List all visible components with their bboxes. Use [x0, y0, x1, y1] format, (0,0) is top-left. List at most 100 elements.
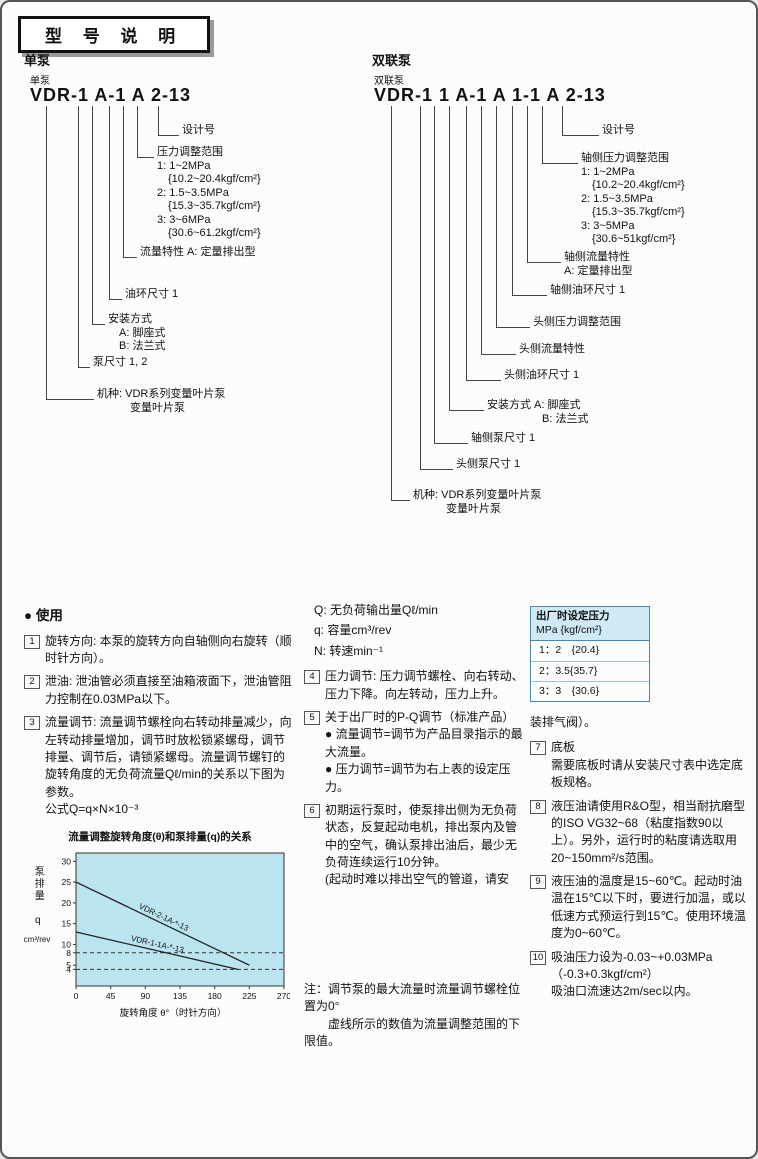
item-number: 9 — [530, 875, 546, 890]
callout-label-shaft-flow-characteristic: 轴侧流量特性 A: 定量排出型 — [564, 251, 633, 277]
callout-line — [158, 106, 179, 136]
callout-label-design-number: 设计号 — [182, 124, 215, 136]
callout-label-shaft-pump-size: 轴侧泵尺寸 1 — [471, 432, 536, 444]
usage-item-10: 10 吸油压力设为-0.03~+0.03MPa （-0.3+0.3kgf/cm²… — [530, 949, 746, 1001]
callout-line — [137, 106, 154, 158]
item-number: 3 — [24, 716, 40, 731]
item-number: 8 — [530, 799, 546, 814]
svg-text:4: 4 — [66, 964, 71, 974]
item-number: 5 — [304, 710, 320, 725]
callout-label-head-pressure-range: 头侧压力调整范围 — [533, 316, 621, 328]
callout-label-mounting-type: 安装方式 A: 脚座式 B: 法兰式 — [108, 313, 166, 352]
item-text: 吸油压力设为-0.03~+0.03MPa （-0.3+0.3kgf/cm²） 吸… — [551, 949, 713, 999]
svg-text:135: 135 — [173, 991, 187, 1001]
item-text: 底板 需要底板时请从安装尺寸表中选定底板规格。 — [551, 740, 744, 790]
callout-label-series: 机种: VDR系列变量叶片泵 变量叶片泵 — [413, 489, 542, 515]
pressure-table: 出厂时设定压力 MPa {kgf/cm²} 1：2 {20.4} 2：3.5{3… — [530, 606, 650, 702]
table-header-line2: MPa {kgf/cm²} — [536, 623, 602, 636]
svg-text:90: 90 — [141, 991, 151, 1001]
svg-text:15: 15 — [62, 918, 72, 928]
item-text: 关于出厂时的P-Q调节（标准产品） ● 流量调节=调节为产品目录指示的最大流量。… — [325, 709, 523, 794]
usage-column-2: Q: 无负荷输出量Qℓ/min q: 容量cm³/rev N: 转速min⁻¹ … — [304, 602, 524, 1050]
callout-line — [466, 106, 501, 381]
single-pump-code-label: 单泵 — [30, 76, 50, 87]
definition-N: N: 转速min⁻¹ — [314, 643, 384, 658]
double-pump-model-code: VDR-1 1 A-1 A 1-1 A 2-13 — [374, 85, 606, 105]
item-text: 压力调节: 压力调节螺栓、向右转动、压力下降。向左转动，压力上升。 — [325, 669, 524, 701]
item-6-continuation: 装排气阀）。 — [530, 714, 597, 729]
callout-label-oil-ring-size: 油环尺寸 1 — [125, 288, 179, 300]
double-pump-code-label: 双联泵 — [374, 76, 404, 87]
callout-label-design-number: 设计号 — [602, 124, 635, 136]
callout-label-head-pump-size: 头侧泵尺寸 1 — [456, 458, 521, 470]
table-row: 3：3 {30.6} — [539, 684, 600, 697]
y-axis-unit: cm³/rev — [23, 934, 51, 944]
callout-line — [562, 106, 599, 136]
item-text: 旋转方向: 本泵的旋转方向自轴侧向右旋转（顺时针方向）。 — [45, 633, 292, 665]
item-text: 初期运行泵时，使泵排出侧为无负荷状态，反复起动电机，排出泵内及管中的空气，确认泵… — [325, 802, 518, 887]
usage-item-5: 5 关于出厂时的P-Q调节（标准产品） ● 流量调节=调节为产品目录指示的最大流… — [304, 709, 524, 796]
definition-q: q: 容量cm³/rev — [314, 623, 392, 638]
callout-label-shaft-pressure-range: 轴侧压力调整范围 1: 1~2MPa {10.2~20.4kgf/cm²} 2:… — [581, 152, 685, 245]
svg-text:270: 270 — [277, 991, 290, 1001]
item-number: 6 — [304, 803, 320, 818]
callout-label-pressure-range: 压力调整范围 1: 1~2MPa {10.2~20.4kgf/cm²} 2: 1… — [157, 146, 261, 239]
usage-item-4: 4 压力调节: 压力调节螺栓、向右转动、压力下降。向左转动，压力上升。 — [304, 668, 524, 703]
table-row: 1：2 {20.4} — [531, 641, 649, 662]
callout-line — [527, 106, 561, 263]
callout-line — [391, 106, 410, 501]
usage-item-2: 2 泄油: 泄油管必须直接至油箱液面下，泄油管阻力控制在0.03MPa以下。 — [24, 673, 296, 708]
callout-label-head-flow-characteristic: 头侧流量特性 — [519, 343, 585, 355]
callout-line — [46, 106, 94, 400]
y-axis-label-text: 泵排量 q — [32, 865, 44, 928]
table-row: 2：3.5{35.7} — [531, 662, 649, 682]
callout-label-flow-characteristic: 流量特性 A: 定量排出型 — [140, 246, 256, 258]
item-text: 液压油请使用R&O型，相当耐抗磨型的ISO VG32~68（粘度指数90以上）。… — [551, 798, 746, 865]
symbol-definitions: Q: 无负荷输出量Qℓ/min q: 容量cm³/rev N: 转速min⁻¹ — [304, 602, 524, 660]
svg-text:225: 225 — [242, 991, 256, 1001]
svg-text:8: 8 — [66, 947, 71, 957]
callout-line — [512, 106, 547, 296]
usage-item-9: 9 液压油的温度是15~60℃。起动时油温在15℃以下时，要进行加温，或以低速方… — [530, 873, 746, 943]
svg-text:5: 5 — [66, 960, 71, 970]
svg-text:20: 20 — [62, 898, 72, 908]
chart-x-axis-label: 旋转角度 θ°（时针方向） — [119, 1007, 227, 1019]
callout-label-pump-size: 泵尺寸 1, 2 — [93, 356, 148, 368]
callout-line — [542, 106, 578, 164]
callout-line — [92, 106, 105, 325]
item-number: 7 — [530, 741, 546, 756]
table-header-line1: 出厂时设定压力 — [536, 610, 610, 622]
chart-title: 流量调整旋转角度(θ)和泵排量(q)的关系 — [68, 831, 252, 844]
callout-label-shaft-oil-ring-size: 轴侧油环尺寸 1 — [550, 284, 626, 296]
svg-text:10: 10 — [62, 939, 72, 949]
item-number: 4 — [304, 670, 320, 685]
single-pump-model-code: VDR-1 A-1 A 2-13 — [30, 85, 192, 105]
item-number: 10 — [530, 950, 546, 965]
usage-item-8: 8 液压油请使用R&O型，相当耐抗磨型的ISO VG32~68（粘度指数90以上… — [530, 798, 746, 868]
callout-label-mounting-type: 安装方式 A: 脚座式 B: 法兰式 — [487, 399, 589, 425]
usage-item-7: 7 底板 需要底板时请从安装尺寸表中选定底板规格。 — [530, 739, 746, 791]
callout-line — [449, 106, 484, 411]
item-number: 1 — [24, 634, 40, 649]
chart-y-axis-label: 泵排量 q cm³/rev — [23, 848, 51, 946]
item-number: 2 — [24, 675, 40, 690]
usage-item-3: 3 流量调节: 流量调节螺栓向右转动排量减少，向左转动排量增加，调节时放松锁紧螺… — [24, 714, 296, 818]
callout-line — [123, 106, 137, 258]
usage-item-1: 1 旋转方向: 本泵的旋转方向自轴侧向右旋转（顺时针方向）。 — [24, 633, 296, 668]
double-pump-section-label: 双联泵 — [372, 53, 412, 68]
chart-note: 注：调节泵的最大流量时流量调节螺栓位置为0° 虚线所示的数值为流量调整范围的下限… — [304, 981, 521, 1049]
definition-Q: Q: 无负荷输出量Qℓ/min — [314, 603, 438, 617]
item-text: 泄油: 泄油管必须直接至油箱液面下，泄油管阻力控制在0.03MPa以下。 — [45, 674, 292, 706]
single-pump-section-label: 单泵 — [24, 53, 51, 68]
item-text: 液压油的温度是15~60℃。起动时油温在15℃以下时，要进行加温，或以低速方式预… — [551, 874, 746, 941]
callout-line — [481, 106, 516, 355]
callout-label-head-oil-ring-size: 头侧油环尺寸 1 — [504, 369, 580, 381]
callout-line — [420, 106, 453, 470]
svg-text:30: 30 — [62, 856, 72, 866]
flow-adjustment-chart: 流量调整旋转角度(θ)和泵排量(q)的关系 泵排量 q cm³/rev 30 25… — [24, 830, 296, 1020]
item-text: 流量调节: 流量调节螺栓向右转动排量减少，向左转动排量增加，调节时放松锁紧螺母，… — [45, 715, 292, 817]
svg-text:0: 0 — [74, 991, 79, 1001]
page-title-text: 型 号 说 明 — [45, 27, 184, 46]
svg-text:25: 25 — [62, 877, 72, 887]
